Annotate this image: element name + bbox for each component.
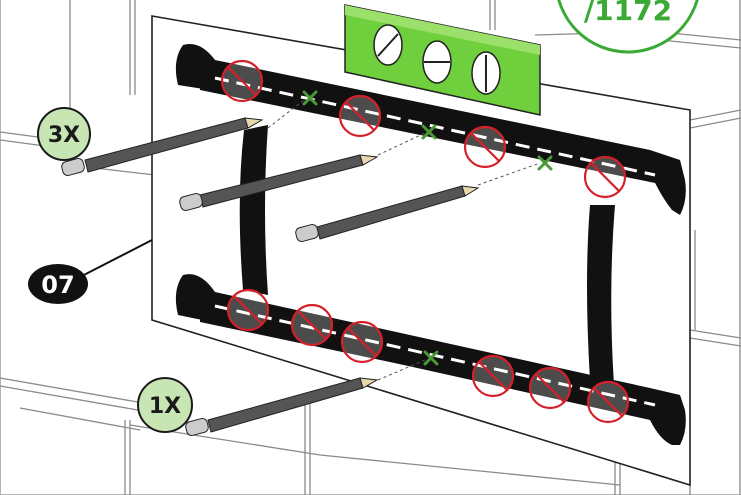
model-badge-text: /1172 — [584, 0, 672, 27]
no-drill-icon — [473, 356, 513, 396]
no-drill-icon — [588, 382, 628, 422]
no-drill-icon — [585, 157, 625, 197]
callout-label: 3X — [48, 123, 80, 148]
model-badge: /1172 — [556, 0, 700, 52]
quantity-callout-3x: 3X — [38, 108, 90, 160]
pencil-icon — [185, 378, 377, 437]
step-leader-line — [78, 240, 152, 278]
no-drill-icon — [342, 322, 382, 362]
step-number: 07 — [41, 271, 74, 299]
no-drill-icon — [222, 61, 262, 101]
quantity-callout-1x: 1X — [138, 378, 192, 432]
step-number-badge: 07 — [28, 264, 88, 304]
callout-label: 1X — [149, 394, 181, 419]
no-drill-icon — [228, 290, 268, 330]
no-drill-icon — [340, 96, 380, 136]
no-drill-icon — [292, 305, 332, 345]
no-drill-icon — [465, 127, 505, 167]
no-drill-icon — [530, 368, 570, 408]
